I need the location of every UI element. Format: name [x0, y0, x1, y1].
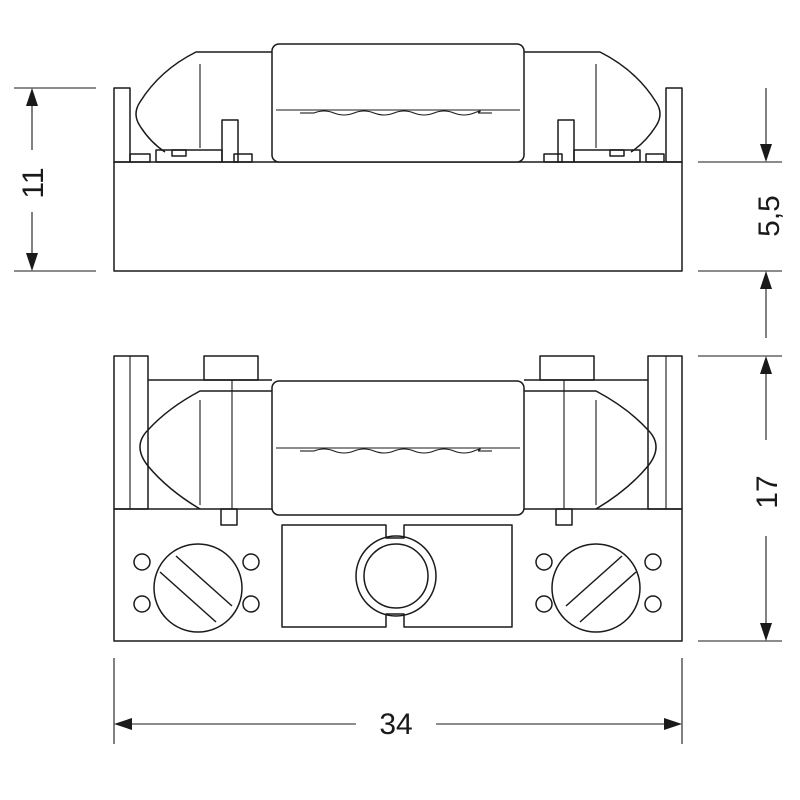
top-view-left-cap — [135, 51, 272, 153]
top-view-right-post — [665, 87, 683, 163]
center-contact — [281, 524, 513, 628]
top-view-fuse-glass — [271, 43, 525, 163]
dimension-5-5-label: 5,5 — [753, 195, 786, 237]
dimension-17: 17 — [698, 355, 784, 642]
top-view — [113, 43, 683, 272]
front-view-right-cap — [524, 390, 657, 510]
right-screw-terminal — [535, 543, 662, 633]
top-view-left-clip — [155, 149, 223, 163]
front-view-left-post — [113, 355, 149, 510]
dimension-11: 11 — [14, 87, 96, 272]
front-view-right-post — [647, 355, 683, 510]
dimension-34: 34 — [113, 658, 683, 744]
top-view-left-post — [113, 87, 131, 163]
dimension-5-5: 5,5 — [698, 88, 786, 338]
front-view-left-cap — [139, 390, 272, 510]
front-view — [113, 355, 683, 642]
top-view-base — [113, 161, 683, 272]
dimension-34-label: 34 — [379, 708, 412, 741]
top-view-right-cap — [524, 51, 661, 153]
dimension-17-label: 17 — [751, 475, 784, 508]
top-view-right-clip — [573, 149, 641, 163]
left-screw-terminal — [133, 543, 260, 633]
front-view-base — [113, 508, 683, 642]
dimension-11-label: 11 — [17, 167, 50, 198]
